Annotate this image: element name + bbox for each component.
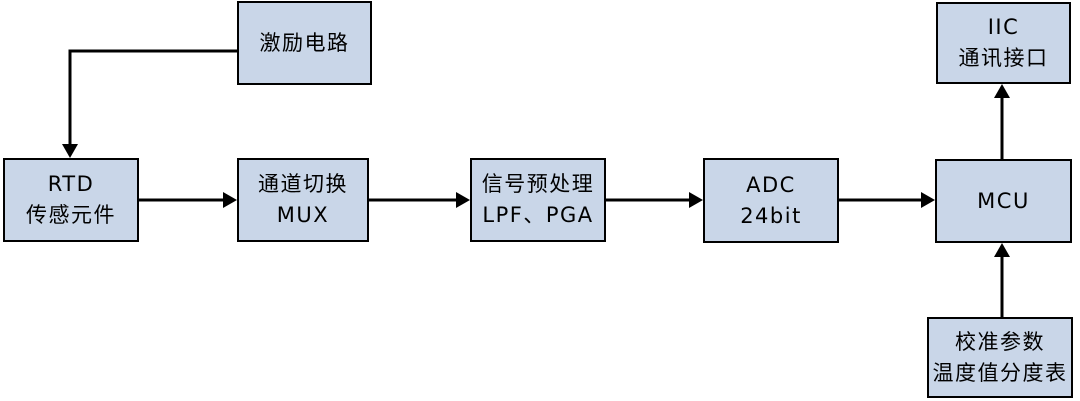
node-label: LPF、PGA xyxy=(482,203,594,227)
node-adc: ADC 24bit xyxy=(703,158,839,243)
arrow-excitation-to-rtd xyxy=(62,49,237,158)
node-label: RTD xyxy=(47,172,95,196)
node-mcu: MCU xyxy=(935,159,1072,243)
node-label: 通讯接口 xyxy=(958,46,1049,70)
arrow-preprocess-to-adc xyxy=(606,192,703,208)
node-label: ADC xyxy=(746,172,796,197)
node-label: MUX xyxy=(276,203,330,227)
arrow-adc-to-mcu xyxy=(839,192,935,208)
arrow-rtd-to-mux xyxy=(139,192,237,208)
node-excitation-circuit: 激励电路 xyxy=(237,1,372,85)
node-label: 信号预处理 xyxy=(481,172,595,196)
node-label: 激励电路 xyxy=(259,30,350,55)
node-rtd-sensor: RTD 传感元件 xyxy=(3,158,139,242)
node-label: 通道切换 xyxy=(258,172,348,196)
node-calibration-table: 校准参数 温度值分度表 xyxy=(927,317,1073,398)
node-label: MCU xyxy=(977,188,1030,213)
arrow-mux-to-preprocess xyxy=(369,192,470,208)
arrow-calibration-to-mcu xyxy=(994,243,1010,317)
node-signal-preprocess: 信号预处理 LPF、PGA xyxy=(470,158,606,242)
node-label: 传感元件 xyxy=(26,203,116,227)
node-label: 校准参数 xyxy=(955,329,1045,354)
arrow-mcu-to-iic xyxy=(994,84,1010,159)
node-iic-interface: IIC 通讯接口 xyxy=(936,2,1071,84)
node-label: 温度值分度表 xyxy=(932,360,1068,385)
node-channel-mux: 通道切换 MUX xyxy=(237,158,369,242)
node-label: IIC xyxy=(987,15,1020,39)
node-label: 24bit xyxy=(740,203,802,228)
